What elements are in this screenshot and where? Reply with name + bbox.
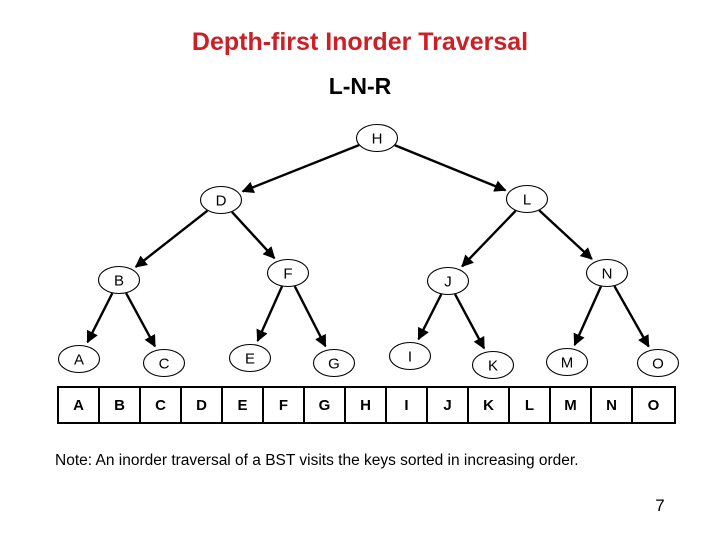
node-label-i: I	[408, 349, 412, 366]
page-subtitle: L-N-R	[328, 73, 392, 99]
tree-edge-f-e	[256, 285, 284, 343]
tree-nodes: H D L B F J N A C E G I K M O	[57, 123, 680, 380]
tree-edge-l-j	[461, 209, 517, 268]
array-cell: D	[182, 388, 223, 422]
node-ellipse-m	[545, 347, 589, 377]
array-cell: J	[428, 388, 469, 422]
node-ellipse-c	[142, 348, 186, 378]
tree-edge-b-c	[125, 292, 157, 348]
node-ellipse-k	[471, 350, 515, 380]
tree-node-e: E	[228, 343, 272, 373]
page-title: Depth-first Inorder Traversal	[191, 28, 529, 56]
node-label-b: B	[114, 273, 124, 290]
note-text: Note: An inorder traversal of a BST visi…	[55, 452, 579, 469]
array-cell: O	[647, 396, 660, 414]
node-label-n: N	[602, 266, 613, 283]
node-ellipse-h	[355, 123, 399, 153]
node-ellipse-n	[585, 258, 629, 288]
node-ellipse-f	[266, 258, 310, 288]
tree-edge-b-a	[86, 292, 114, 344]
node-ellipse-e	[228, 343, 272, 373]
tree-node-l: L	[505, 184, 549, 214]
tree-node-o: O	[636, 348, 680, 378]
page-number: 7	[655, 496, 665, 515]
node-ellipse-i	[388, 341, 432, 371]
node-label-g: G	[328, 356, 340, 373]
tree-edge-f-g	[293, 285, 327, 348]
tree-node-h: H	[355, 123, 399, 153]
tree-node-a: A	[57, 344, 101, 374]
tree-edges	[86, 144, 650, 350]
array-cell: M	[551, 388, 592, 422]
tree-node-m: M	[545, 347, 589, 377]
node-label-j: J	[444, 274, 452, 291]
tree-edge-j-k	[453, 293, 486, 350]
tree-edge-h-d	[241, 144, 360, 193]
tree-node-k: K	[471, 350, 515, 380]
tree-node-g: G	[312, 348, 356, 378]
node-ellipse-b	[97, 265, 141, 295]
tree-node-i: I	[388, 341, 432, 371]
node-label-a: A	[74, 352, 84, 369]
array-cell: H	[346, 388, 387, 422]
tree-node-f: F	[266, 258, 310, 288]
node-ellipse-j	[426, 266, 470, 296]
array-cell: B	[100, 388, 141, 422]
node-label-d: D	[216, 193, 227, 210]
array-cell: G	[305, 388, 346, 422]
tree-node-d: D	[199, 185, 243, 215]
tree-node-n: N	[585, 258, 629, 288]
node-label-c: C	[159, 356, 170, 373]
node-label-k: K	[488, 358, 498, 375]
node-ellipse-d	[199, 185, 243, 215]
array-cell: K	[469, 388, 510, 422]
node-ellipse-g	[312, 348, 356, 378]
tree-node-j: J	[426, 266, 470, 296]
binary-tree-diagram: H D L B F J N A C E G I K M O	[57, 123, 680, 380]
node-label-f: F	[283, 266, 292, 283]
node-label-e: E	[245, 351, 255, 368]
tree-edge-n-o	[613, 285, 650, 348]
node-label-h: H	[372, 131, 383, 148]
node-ellipse-a	[57, 344, 101, 374]
node-ellipse-l	[505, 184, 549, 214]
node-label-o: O	[652, 356, 664, 373]
node-label-l: L	[523, 192, 531, 209]
tree-edge-j-i	[417, 293, 443, 341]
tree-node-b: B	[97, 265, 141, 295]
tree-node-c: C	[142, 348, 186, 378]
tree-edge-n-m	[573, 285, 603, 347]
tree-edge-d-b	[134, 209, 209, 268]
tree-edge-h-l	[394, 144, 507, 192]
array-cell: L	[510, 388, 551, 422]
array-cell: I	[387, 388, 428, 422]
array-cell: A	[59, 388, 100, 422]
array-cell: F	[264, 388, 305, 422]
node-ellipse-o	[636, 348, 680, 378]
array-cell: N	[592, 388, 633, 422]
node-label-m: M	[561, 355, 574, 372]
array-cell: E	[223, 388, 264, 422]
array-cell: C	[141, 388, 182, 422]
tree-edge-l-n	[538, 209, 593, 260]
tree-edge-d-f	[231, 211, 276, 260]
